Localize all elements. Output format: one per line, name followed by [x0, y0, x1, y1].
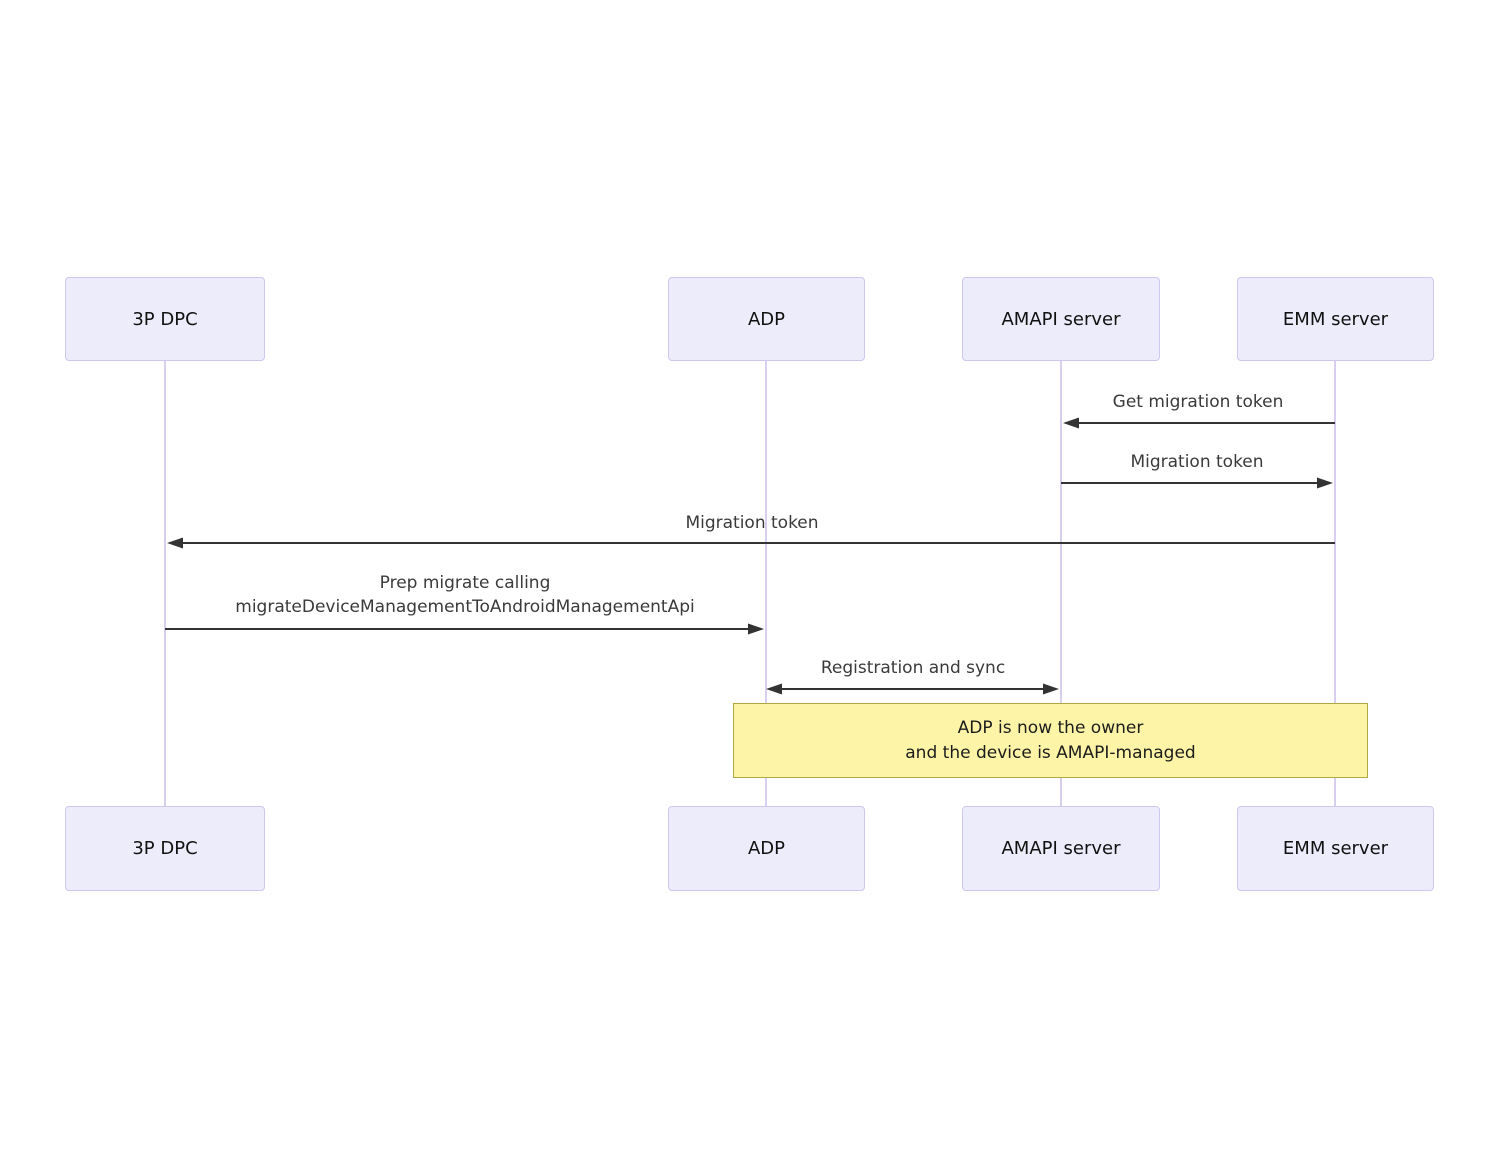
actor-top-amapi-server: AMAPI server [962, 277, 1160, 361]
actor-top-emm-server: EMM server [1237, 277, 1434, 361]
actor-top-adp: ADP [668, 277, 865, 361]
note-adp-owner: ADP is now the owner and the device is A… [733, 703, 1368, 778]
actor-bottom-amapi-server: AMAPI server [962, 806, 1160, 891]
message-label-get-migration-token: Get migration token [1112, 392, 1284, 412]
actor-bottom-3p-dpc: 3P DPC [65, 806, 265, 891]
message-label-migration-token-to-emm: Migration token [1130, 452, 1264, 472]
arrowhead-left-icon [167, 537, 183, 549]
arrowhead-left-icon [1063, 417, 1079, 429]
arrowhead-right-icon [1317, 477, 1333, 489]
actor-bottom-emm-server: EMM server [1237, 806, 1434, 891]
message-label-prep-migrate: Prep migrate calling migrateDeviceManage… [235, 573, 695, 617]
arrowhead-left-icon [766, 683, 782, 695]
message-label-registration-and-sync: Registration and sync [820, 658, 1006, 678]
arrowhead-right-icon [748, 623, 764, 635]
message-label-migration-token-to-dpc: Migration token [685, 513, 819, 533]
actor-top-3p-dpc: 3P DPC [65, 277, 265, 361]
actor-bottom-adp: ADP [668, 806, 865, 891]
arrowhead-right-icon [1043, 683, 1059, 695]
